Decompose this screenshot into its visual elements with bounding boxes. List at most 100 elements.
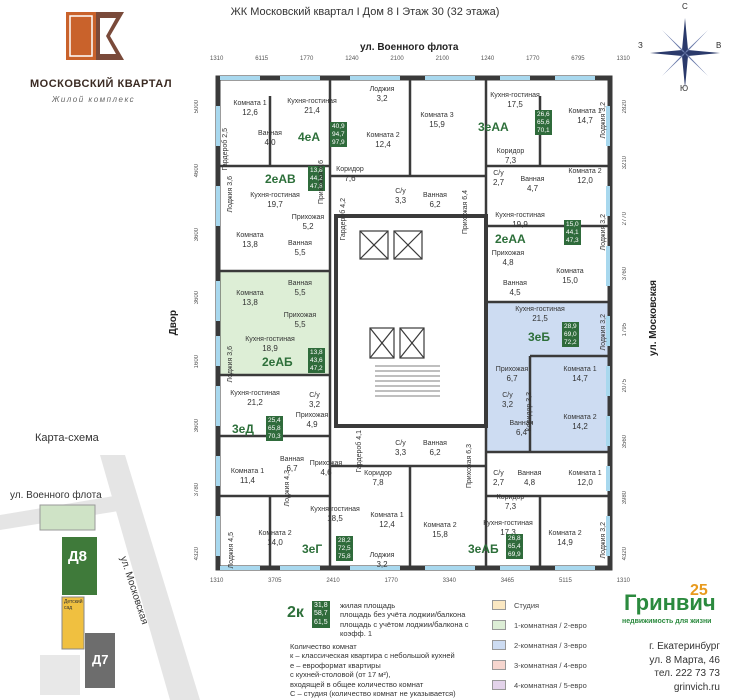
contact-city: г. Екатеринбург <box>649 641 720 652</box>
room-priAB2: Прихожая 6,3 <box>466 444 473 489</box>
map-building-d8: Д8 <box>68 548 88 565</box>
room-kor1v: Гардероб 4,2 <box>340 198 347 241</box>
brand-number: 25 <box>690 582 708 599</box>
legend-type-4k: 4-комнатная / 5-евро <box>492 680 587 690</box>
room-lodAV: Лоджия 3,6 <box>227 176 234 213</box>
logo-subtitle: Жилой комплекс <box>52 95 136 104</box>
contact-address: ул. 8 Марта, 46 <box>649 654 720 666</box>
legend-type-1k: 1-комнатная / 2-евро <box>492 620 587 630</box>
contact-phone[interactable]: тел. 222 73 73 <box>654 668 720 679</box>
room-lodD: Лоджия 4,3 <box>284 470 291 507</box>
room-lodAA: Лоджия 3,2 <box>600 102 607 139</box>
legend-notes: Количество комнат к – классическая кварт… <box>290 642 456 698</box>
floor-plan <box>215 75 613 571</box>
site-map <box>0 455 200 700</box>
apt-code-2eAA: 2еАА <box>495 232 526 246</box>
apt-code-2eAV: 2еАВ <box>265 172 296 186</box>
legend-type-2k: 2-комнатная / 3-евро <box>492 640 587 650</box>
compass-icon <box>650 18 720 88</box>
legend-types: Студия 1-комнатная / 2-евро 2-комнатная … <box>492 600 587 690</box>
room-lodAB2: Лоджия 3,2 <box>600 522 607 559</box>
apt-code-3eAA: 3еАА <box>478 120 509 134</box>
compass-south: Ю <box>680 84 689 93</box>
room-gard: Гардероб 2,5 <box>222 128 229 171</box>
room-lodAA2: Лоджия 3,2 <box>600 214 607 251</box>
room-pri1: Прихожая 4,6 <box>318 160 325 205</box>
apt-code-2eAB: 2еАБ <box>262 355 293 369</box>
room-lodAB: Лоджия 3,6 <box>227 346 234 383</box>
contacts: г. Екатеринбург ул. 8 Марта, 46 тел. 222… <box>600 640 720 694</box>
apt-code-3eB: 3еБ <box>528 330 550 344</box>
logo-name: МОСКОВСКИЙ КВАРТАЛ <box>30 78 173 90</box>
contact-site[interactable]: grinvich.ru <box>673 681 720 693</box>
legend-type-studio: Студия <box>492 600 587 610</box>
page-title: ЖК Московский квартал I Дом 8 I Этаж 30 … <box>230 6 500 18</box>
apt-code-3eAB: 3еАБ <box>468 542 499 556</box>
room-priAA: Прихожая 6,4 <box>462 190 469 235</box>
apt-code-3eD: 3еД <box>232 422 254 436</box>
map-street-1: ул. Военного флота <box>10 490 102 501</box>
compass-west: З <box>638 41 643 50</box>
map-kindergarten: Детский сад <box>64 599 83 611</box>
apt-code-3eG: 3еГ <box>302 542 323 556</box>
room-lodB: Лоджия 3,2 <box>600 314 607 351</box>
brand-name: Гринвич <box>624 590 716 615</box>
brand-tagline: недвижимость для жизни <box>622 618 712 625</box>
